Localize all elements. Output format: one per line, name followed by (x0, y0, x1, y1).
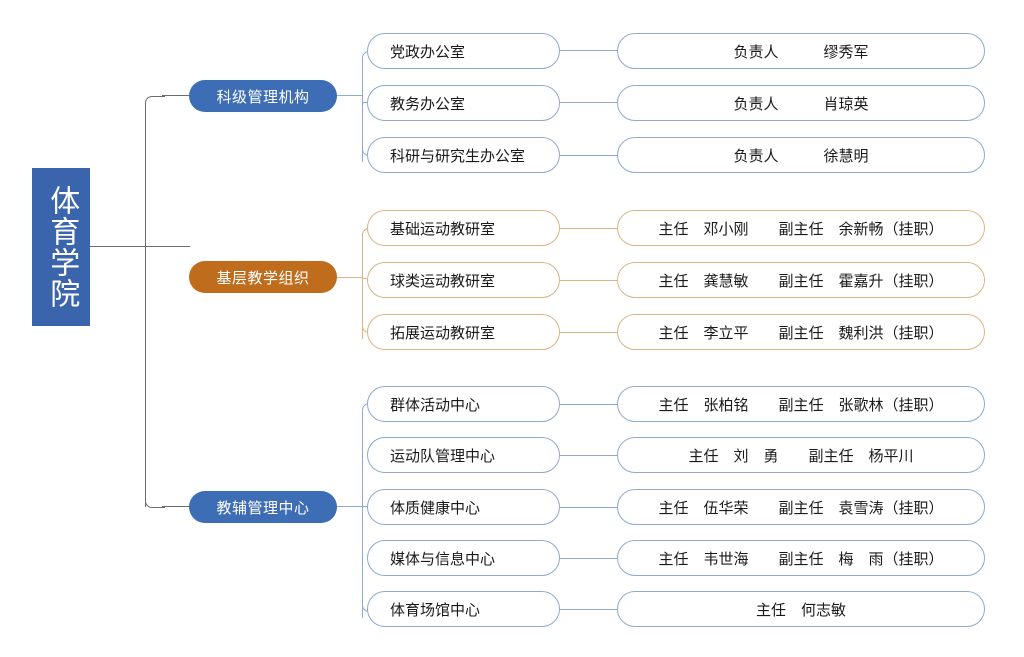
group1-row0-link (560, 50, 618, 52)
group1-row2-link (560, 155, 618, 157)
detail-box-ti-zhi-jian-kang-zhong-xin[interactable]: 主任 伍华荣 副主任 袁雪涛（挂职） (617, 489, 985, 525)
detail-box-ke-yan-yu-yan-jiu-sheng-ban-gong-shi[interactable]: 负责人 徐慧明 (617, 137, 985, 173)
root-node-sports-college[interactable]: 体育学院 (32, 168, 90, 326)
detail-box-yun-dong-dui-guan-li-zhong-xin[interactable]: 主任 刘 勇 副主任 杨平川 (617, 437, 985, 473)
group3-row1-link (560, 455, 618, 457)
root-node-label: 体育学院 (45, 185, 79, 309)
detail-box-label: 负责人 缪秀军 (733, 44, 869, 61)
unit-box-label: 体质健康中心 (390, 500, 481, 517)
unit-box-label: 群体活动中心 (390, 397, 481, 414)
unit-box-label: 党政办公室 (390, 44, 466, 61)
root-branch-corner-bottom (145, 494, 165, 508)
detail-box-label: 主任 伍华荣 副主任 袁雪涛（挂职） (658, 500, 944, 517)
group-pill-label: 科级管理机构 (216, 89, 310, 106)
unit-box-label: 运动队管理中心 (390, 448, 496, 465)
unit-box-ti-yu-chang-guan-zhong-xin[interactable]: 体育场馆中心 (367, 591, 560, 627)
unit-box-yun-dong-dui-guan-li-zhong-xin[interactable]: 运动队管理中心 (367, 437, 560, 473)
detail-box-qun-ti-huo-dong-zhong-xin[interactable]: 主任 张柏铭 副主任 张歌林（挂职） (617, 386, 985, 422)
unit-box-label: 球类运动教研室 (390, 273, 496, 290)
group3-row3-link (560, 558, 618, 560)
group3-spine (362, 410, 364, 618)
group1-row1-link (560, 102, 618, 104)
group2-row0-link (560, 228, 618, 230)
group2-connector-stub (337, 277, 363, 279)
group3-row2-link (560, 507, 618, 509)
detail-box-label: 主任 龚慧敏 副主任 霍嘉升（挂职） (658, 273, 944, 290)
unit-box-ji-chu-yun-dong-jiao-yan-shi[interactable]: 基础运动教研室 (367, 210, 560, 246)
unit-box-label: 体育场馆中心 (390, 602, 481, 619)
unit-box-label: 拓展运动教研室 (390, 325, 496, 342)
unit-box-mei-ti-yu-xin-xi-zhong-xin[interactable]: 媒体与信息中心 (367, 540, 560, 576)
group-pill-ji-ceng-jiao-xue-zu-zhi[interactable]: 基层教学组织 (189, 261, 337, 293)
group-pill-label: 基层教学组织 (216, 270, 310, 287)
detail-box-label: 主任 刘 勇 副主任 杨平川 (688, 448, 914, 465)
group1-spine (362, 58, 364, 162)
root-spine (145, 103, 147, 507)
detail-box-ji-chu-yun-dong-jiao-yan-shi[interactable]: 主任 邓小刚 副主任 余新畅（挂职） (617, 210, 985, 246)
detail-box-label: 负责人 肖琼英 (733, 96, 869, 113)
root-connector-stub (90, 246, 146, 248)
unit-box-label: 基础运动教研室 (390, 221, 496, 238)
group3-row4-link (560, 609, 618, 611)
detail-box-ti-yu-chang-guan-zhong-xin[interactable]: 主任 何志敏 (617, 591, 985, 627)
group3-row0-link (560, 404, 618, 406)
root-branch-line-mid (145, 246, 190, 248)
unit-box-ke-yan-yu-yan-jiu-sheng-ban-gong-shi[interactable]: 科研与研究生办公室 (367, 137, 560, 173)
unit-box-label: 媒体与信息中心 (390, 551, 496, 568)
detail-box-label: 主任 李立平 副主任 魏利洪（挂职） (658, 325, 944, 342)
detail-box-dang-zheng-ban-gong-shi[interactable]: 负责人 缪秀军 (617, 33, 985, 69)
detail-box-label: 主任 张柏铭 副主任 张歌林（挂职） (658, 397, 944, 414)
root-branch-corner-top (145, 96, 165, 110)
unit-box-ti-zhi-jian-kang-zhong-xin[interactable]: 体质健康中心 (367, 489, 560, 525)
detail-box-label: 主任 邓小刚 副主任 余新畅（挂职） (658, 221, 944, 238)
detail-box-qiu-lei-yun-dong-jiao-yan-shi[interactable]: 主任 龚慧敏 副主任 霍嘉升（挂职） (617, 262, 985, 298)
unit-box-jiao-wu-ban-gong-shi[interactable]: 教务办公室 (367, 85, 560, 121)
group-pill-ke-ji-guan-li-ji-gou[interactable]: 科级管理机构 (189, 80, 337, 112)
group2-row2-link (560, 332, 618, 334)
root-branch-line-bottom (162, 506, 190, 508)
detail-box-mei-ti-yu-xin-xi-zhong-xin[interactable]: 主任 韦世海 副主任 梅 雨（挂职） (617, 540, 985, 576)
root-branch-line-top (162, 95, 190, 97)
group2-row1-link (560, 280, 618, 282)
detail-box-label: 主任 韦世海 副主任 梅 雨（挂职） (658, 551, 944, 568)
group1-connector-stub (337, 95, 363, 97)
group3-connector-stub (337, 506, 363, 508)
unit-box-tuo-zhan-yun-dong-jiao-yan-shi[interactable]: 拓展运动教研室 (367, 314, 560, 350)
detail-box-label: 负责人 徐慧明 (733, 148, 869, 165)
unit-box-label: 科研与研究生办公室 (390, 148, 526, 165)
group2-spine (362, 235, 364, 339)
detail-box-jiao-wu-ban-gong-shi[interactable]: 负责人 肖琼英 (617, 85, 985, 121)
unit-box-qun-ti-huo-dong-zhong-xin[interactable]: 群体活动中心 (367, 386, 560, 422)
detail-box-label: 主任 何志敏 (755, 602, 846, 619)
detail-box-tuo-zhan-yun-dong-jiao-yan-shi[interactable]: 主任 李立平 副主任 魏利洪（挂职） (617, 314, 985, 350)
group-pill-label: 教辅管理中心 (216, 500, 310, 517)
unit-box-label: 教务办公室 (390, 96, 466, 113)
group-pill-jiao-fu-guan-li-zhong-xin[interactable]: 教辅管理中心 (189, 491, 337, 523)
unit-box-qiu-lei-yun-dong-jiao-yan-shi[interactable]: 球类运动教研室 (367, 262, 560, 298)
unit-box-dang-zheng-ban-gong-shi[interactable]: 党政办公室 (367, 33, 560, 69)
